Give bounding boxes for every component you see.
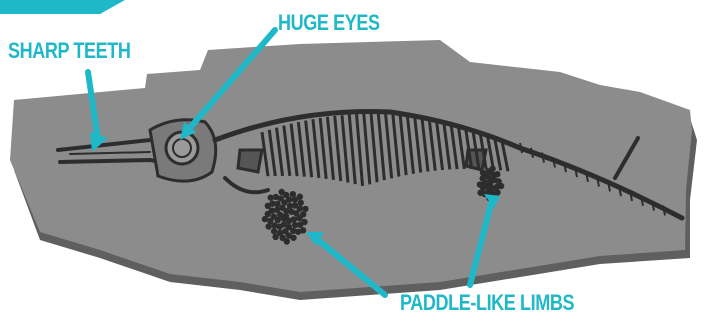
front-paddle-bone [265,223,271,229]
sharp-teeth-label: SHARP TEETH [8,40,130,62]
front-paddle-bone [271,228,277,234]
rear-paddle-bone [494,171,500,177]
rear-paddle-bone [477,181,483,187]
front-paddle-bone [301,219,307,225]
front-paddle-bone [272,234,278,240]
front-paddle-bone [300,227,306,233]
front-paddle-bone [302,206,308,212]
shoulder-girdle [238,150,262,172]
front-paddle-bone [278,189,284,195]
front-paddle-bone [297,205,303,211]
rear-paddle-bone [489,166,495,172]
corner-accent-shape [0,0,125,14]
front-paddle-bone [284,238,290,244]
front-paddle-bone [297,194,303,200]
front-paddle-bone [262,216,268,222]
front-paddle-bone [290,235,296,241]
rear-paddle-bone [477,190,483,196]
rear-paddle-bone [480,170,486,176]
huge-eyes-label: HUGE EYES [278,12,380,34]
rear-paddle-bone [494,189,500,195]
front-paddle-bone [298,200,304,206]
rear-paddle-bone [479,175,485,181]
front-paddle-bone [290,191,296,197]
fossil-slab [10,40,692,292]
front-paddle-bone [267,194,273,200]
paddle-like-limbs-label: PADDLE-LIKE LIMBS [400,292,574,314]
front-paddle-bone [291,216,297,222]
rear-paddle-bone [498,183,504,189]
front-paddle-bone [265,203,271,209]
